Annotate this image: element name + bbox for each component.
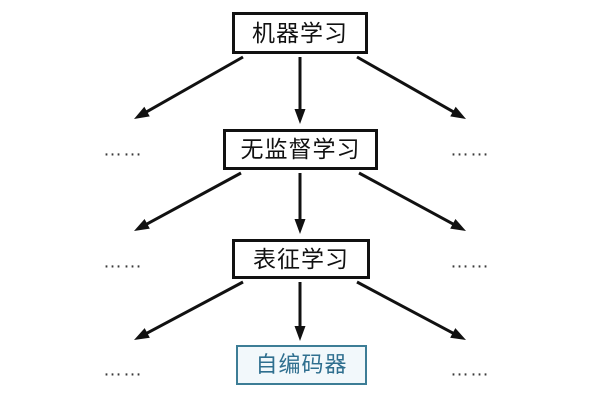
arrow-level-1-left-head bbox=[134, 106, 150, 119]
arrow-level-1-left-shaft bbox=[144, 55, 244, 114]
ellipsis-left-level-3: …… bbox=[103, 251, 143, 273]
node-box-level-4-autoencoder[interactable]: 自编码器 bbox=[236, 345, 367, 385]
node-label-level-1: 机器学习 bbox=[252, 19, 348, 46]
node-box-level-2[interactable]: 无监督学习 bbox=[223, 129, 378, 170]
arrow-level-1-right-shaft bbox=[356, 55, 456, 114]
ellipsis-left-level-2: …… bbox=[103, 139, 143, 161]
arrow-level-3-left-head bbox=[134, 328, 150, 340]
arrow-level-2-right-shaft bbox=[358, 171, 456, 227]
arrow-level-2-center-head bbox=[294, 219, 306, 234]
node-label-level-4: 自编码器 bbox=[255, 352, 348, 377]
arrow-level-2-left-shaft bbox=[144, 171, 242, 227]
arrow-level-3-right-head bbox=[450, 328, 466, 340]
node-label-level-3: 表征学习 bbox=[253, 245, 349, 272]
arrow-level-3-left-shaft bbox=[144, 280, 244, 336]
arrow-level-3-center-head bbox=[294, 326, 306, 341]
node-box-level-3[interactable]: 表征学习 bbox=[232, 239, 370, 279]
arrow-level-1-right-head bbox=[450, 106, 466, 119]
ellipsis-left-level-4: …… bbox=[103, 359, 143, 381]
ellipsis-right-level-4: …… bbox=[450, 359, 490, 381]
ellipsis-right-level-2: …… bbox=[450, 139, 490, 161]
arrow-level-2-right-head bbox=[450, 219, 466, 231]
arrow-level-3-right-shaft bbox=[356, 280, 456, 336]
node-label-level-2: 无监督学习 bbox=[240, 136, 361, 162]
node-box-level-1[interactable]: 机器学习 bbox=[232, 12, 368, 54]
arrow-level-2-left-head bbox=[134, 219, 150, 231]
ellipsis-right-level-3: …… bbox=[450, 251, 490, 273]
arrow-level-1-center-head bbox=[294, 109, 306, 124]
